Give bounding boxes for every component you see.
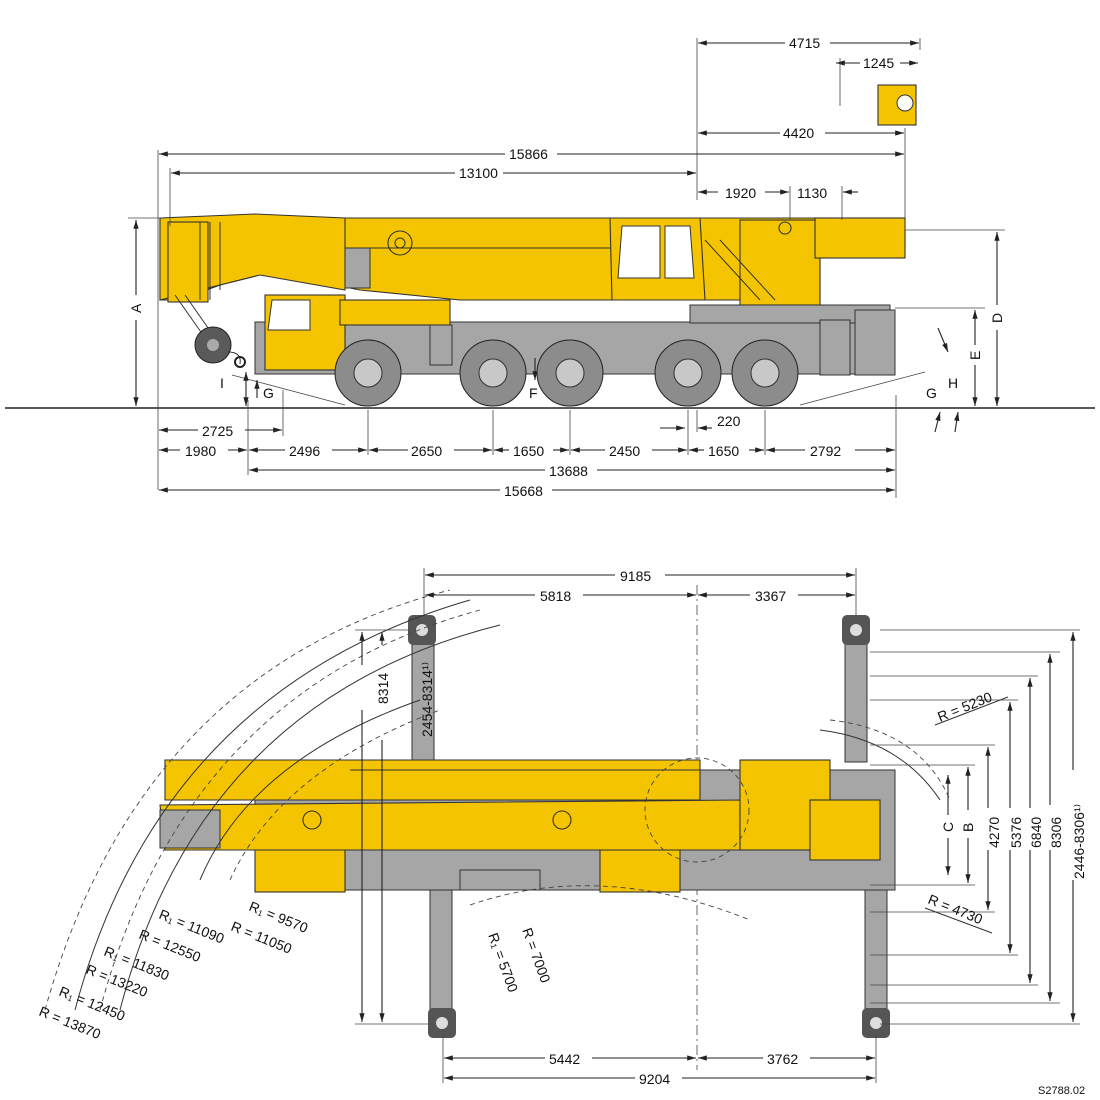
outrigger-pad-rear-right [862, 1008, 890, 1038]
dim-1920: 1920 [725, 185, 756, 201]
dim-220: 220 [717, 413, 741, 429]
dim-B: B [960, 823, 976, 832]
dim-1980: 1980 [185, 443, 216, 459]
dim-1130: 1130 [797, 185, 827, 201]
dim-13100: 13100 [459, 165, 498, 181]
top-boom [159, 759, 881, 861]
wheel-5 [731, 339, 799, 407]
hook-block [174, 294, 246, 368]
dim-9204: 9204 [639, 1071, 670, 1087]
dim-1650-rear: 1650 [708, 443, 739, 459]
dim-3762: 3762 [767, 1051, 798, 1067]
dim-4420: 4420 [783, 125, 814, 141]
drawing-code: S2788.02 [1038, 1085, 1085, 1097]
dim-4715: 4715 [789, 35, 820, 51]
letter-I: I [220, 375, 224, 391]
dim-4270: 4270 [986, 817, 1002, 848]
letter-G-front: G [263, 385, 274, 401]
dim-C: C [940, 822, 956, 832]
dim-1650-front: 1650 [513, 443, 544, 459]
letter-F: F [529, 385, 538, 401]
dim-2650: 2650 [411, 443, 442, 459]
dim-6840: 6840 [1028, 817, 1044, 848]
dim-9185: 9185 [620, 568, 651, 584]
dim-8306: 8306 [1048, 817, 1064, 848]
outrigger-pad-front-right [428, 1008, 456, 1038]
letter-A: A [128, 303, 144, 313]
side-view: 4715 1245 4420 15866 13100 1920 1130 A [5, 35, 1095, 499]
radius-5230: R = 5230 [935, 688, 994, 724]
wheel-1 [334, 339, 402, 407]
counterweight [877, 84, 917, 126]
dim-3367: 3367 [755, 588, 786, 604]
outrigger-pad-rear-left [842, 615, 870, 645]
top-view: 9185 5818 3367 5442 3762 9204 8314 2454-… [37, 568, 1087, 1087]
outrigger-pad-front-left [408, 615, 436, 645]
dim-1245: 1245 [863, 55, 894, 71]
letter-E: E [967, 351, 983, 360]
dim-5442: 5442 [549, 1051, 580, 1067]
dim-2496: 2496 [289, 443, 320, 459]
dim-2446-8306: 2446-8306¹⁾ [1071, 804, 1087, 879]
wheel-2 [459, 339, 527, 407]
wheel-3 [536, 339, 604, 407]
telescopic-boom [159, 213, 906, 303]
superstructure [609, 217, 906, 306]
radius-4730: R = 4730 [926, 891, 985, 927]
letter-D: D [989, 313, 1005, 323]
dim-2454-8314: 2454-8314¹⁾ [419, 662, 435, 737]
dim-15668: 15668 [504, 483, 543, 499]
radius-5700: R₁ = 5700 [485, 931, 521, 995]
dim-2450: 2450 [609, 443, 640, 459]
letter-G-rear: G [926, 385, 937, 401]
dim-2792: 2792 [810, 443, 841, 459]
letter-H: H [948, 375, 958, 391]
dim-5376: 5376 [1008, 817, 1024, 848]
dim-13688: 13688 [549, 463, 588, 479]
wheel-4 [654, 339, 722, 407]
dim-8314: 8314 [375, 673, 391, 704]
dim-5818: 5818 [540, 588, 571, 604]
radius-7000: R = 7000 [519, 926, 554, 985]
dim-15866: 15866 [509, 146, 548, 162]
dim-2725: 2725 [202, 423, 233, 439]
carrier-wheels [334, 339, 799, 407]
